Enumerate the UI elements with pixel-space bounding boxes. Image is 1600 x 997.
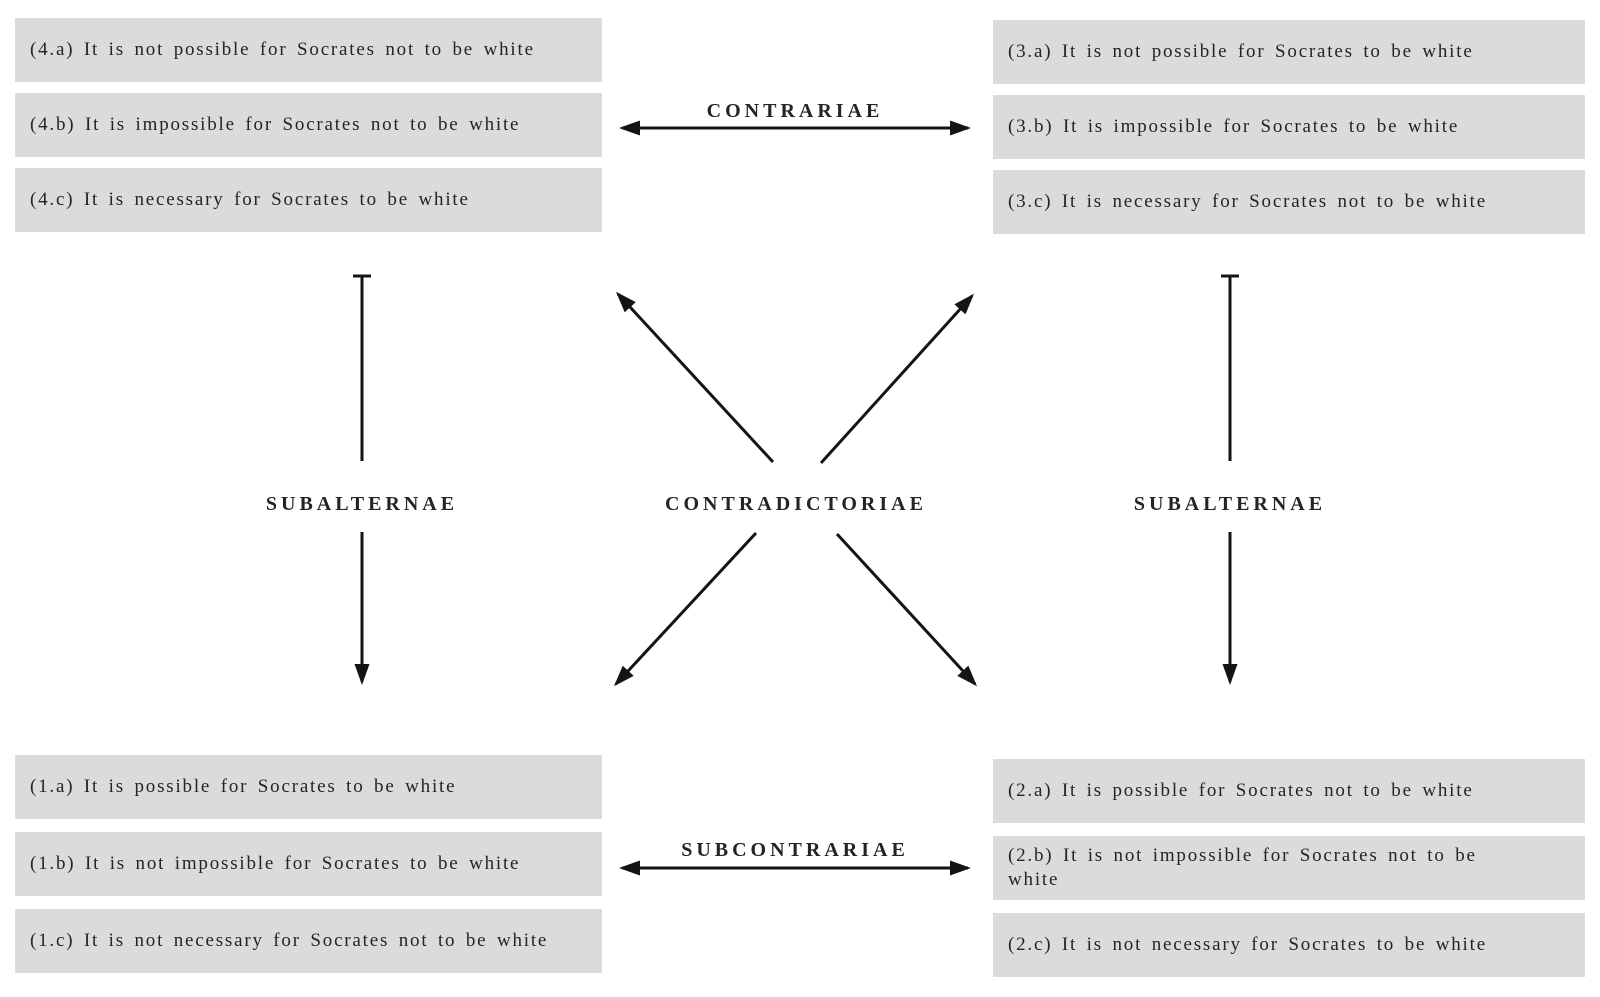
proposition-box-3b: (3.b) It is impossible for Socrates to b…: [993, 95, 1585, 159]
proposition-box-3c: (3.c) It is necessary for Socrates not t…: [993, 170, 1585, 234]
subalternae-left-label: SUBALTERNAE: [265, 493, 459, 515]
proposition-box-3a: (3.a) It is not possible for Socrates to…: [993, 20, 1585, 84]
box-group-top-left: (4.a) It is not possible for Socrates no…: [15, 18, 602, 232]
box-group-bottom-left: (1.a) It is possible for Socrates to be …: [15, 755, 602, 973]
proposition-box-4a: (4.a) It is not possible for Socrates no…: [15, 18, 602, 82]
proposition-box-4c: (4.c) It is necessary for Socrates to be…: [15, 168, 602, 232]
proposition-box-4b: (4.b) It is impossible for Socrates not …: [15, 93, 602, 157]
proposition-box-2a: (2.a) It is possible for Socrates not to…: [993, 759, 1585, 823]
box-group-bottom-right: (2.a) It is possible for Socrates not to…: [993, 759, 1585, 977]
subalternae-left-arrow: [353, 274, 371, 685]
contradictoriae-label: CONTRADICTORIAE: [665, 493, 927, 515]
proposition-box-1a: (1.a) It is possible for Socrates to be …: [15, 755, 602, 819]
subcontrariae-label: SUBCONTRARIAE: [681, 839, 909, 861]
proposition-box-1c: (1.c) It is not necessary for Socrates n…: [15, 909, 602, 973]
subalternae-right-arrow: [1221, 274, 1239, 685]
proposition-box-2c: (2.c) It is not necessary for Socrates t…: [993, 913, 1585, 977]
subalternae-right-label: SUBALTERNAE: [1133, 493, 1327, 515]
contradictoriae-arrows: [613, 291, 978, 687]
contrariae-label: CONTRARIAE: [706, 100, 884, 122]
proposition-box-1b: (1.b) It is not impossible for Socrates …: [15, 832, 602, 896]
proposition-box-2b: (2.b) It is not impossible for Socrates …: [993, 836, 1585, 900]
box-group-top-right: (3.a) It is not possible for Socrates to…: [993, 20, 1585, 234]
